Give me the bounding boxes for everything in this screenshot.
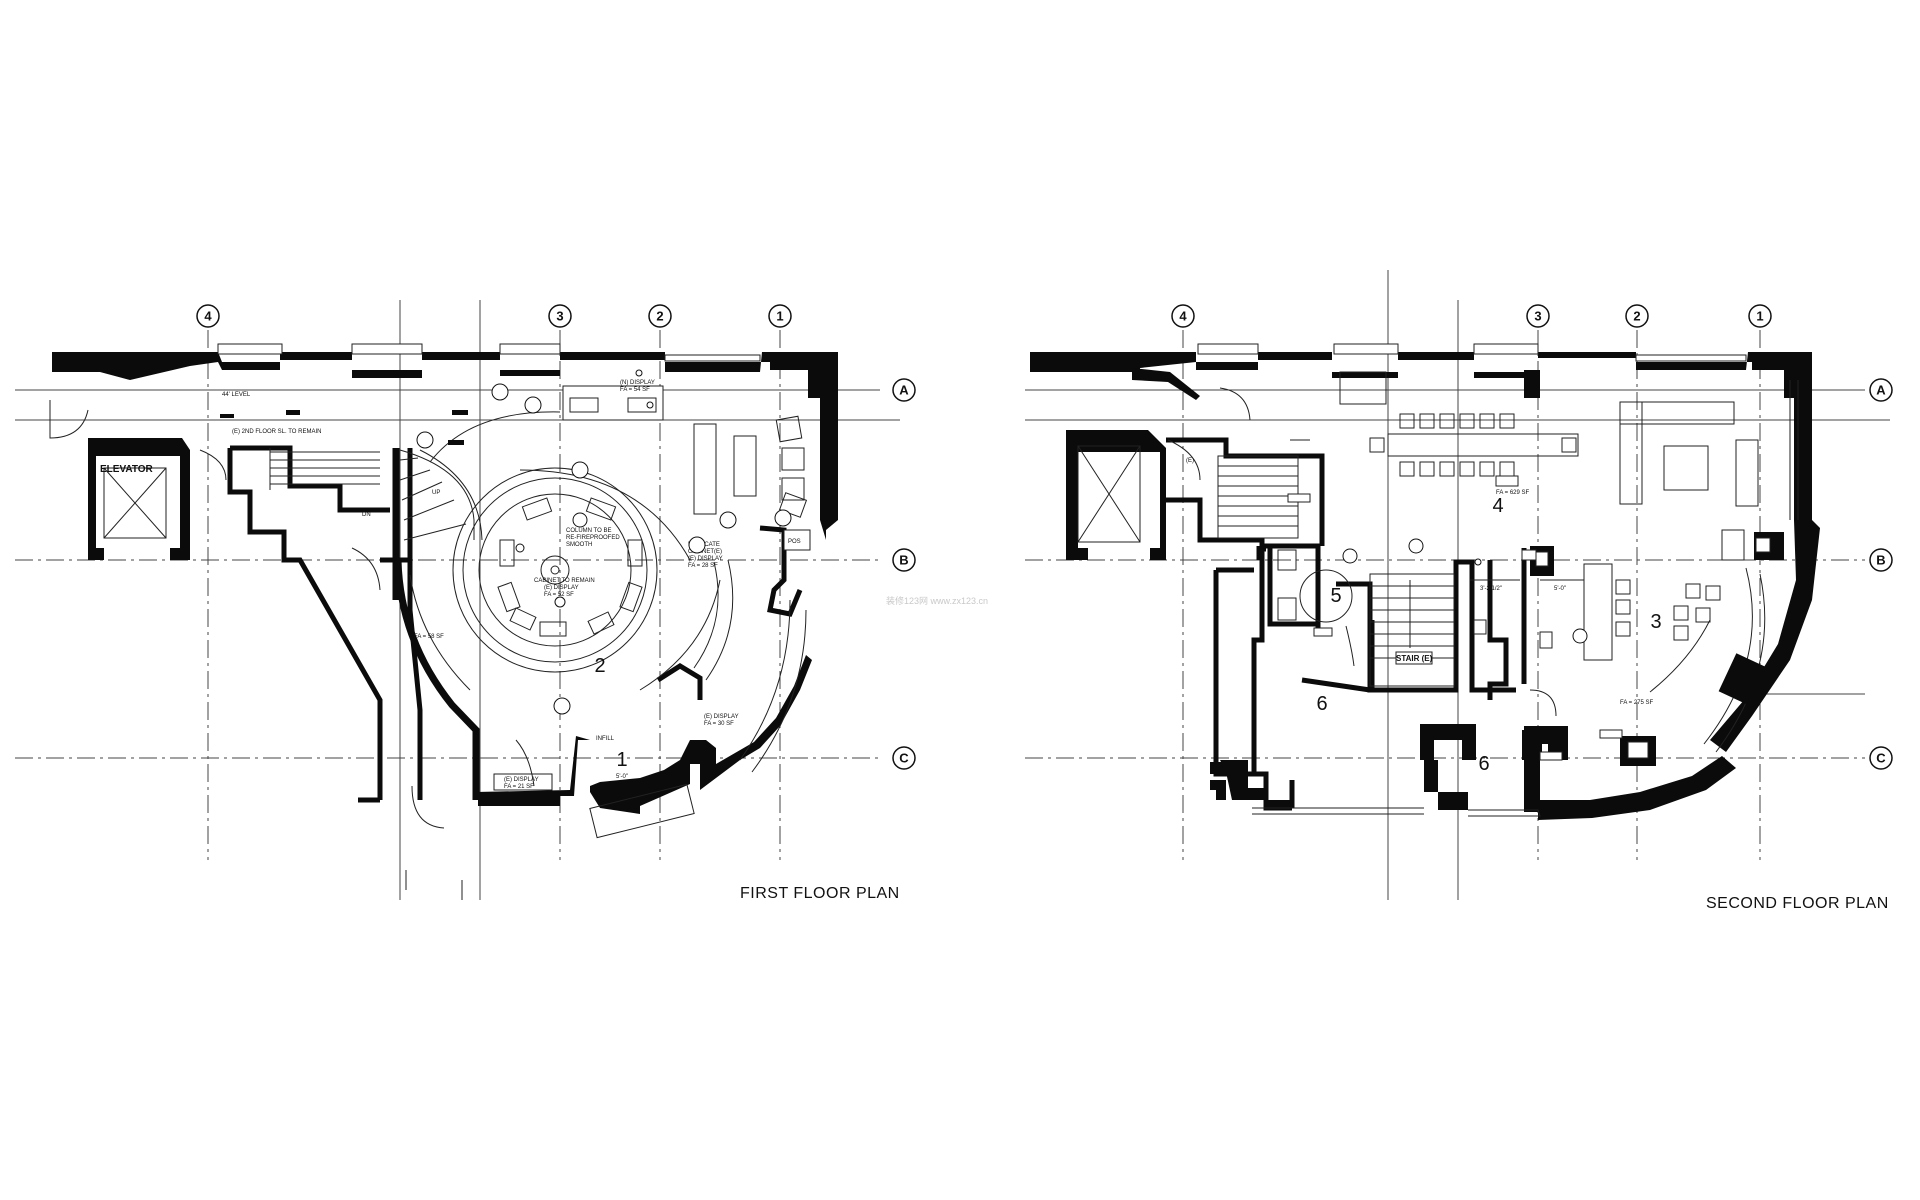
svg-text:C: C bbox=[1876, 751, 1886, 766]
fa-left-label: FA = 58 SF bbox=[414, 634, 444, 640]
first-floor-title: FIRST FLOOR PLAN bbox=[740, 885, 900, 902]
dim-label-1: 3'-2 1/2" bbox=[1480, 586, 1502, 592]
cabinet-note-2: (E) DISPLAY bbox=[544, 585, 579, 591]
second-floor-furniture: FA = 629 SF FA = 275 SF 3'-2 1/2" 5'-0" … bbox=[1186, 371, 1759, 761]
cabinet-note-3: FA = 52 SF bbox=[544, 592, 574, 598]
room-number-2: 2 bbox=[594, 655, 605, 677]
second-floor-stair-lower: STAIR (E) bbox=[1369, 573, 1455, 687]
room-number-3: 3 bbox=[1650, 611, 1661, 633]
second-floor-title: SECOND FLOOR PLAN bbox=[1706, 895, 1889, 912]
floor-note: (E) 2ND FLOOR SL. TO REMAIN bbox=[232, 429, 321, 435]
display-right-1: (E) DISPLAY bbox=[704, 714, 739, 720]
relocate-note-2: CABINET(E) bbox=[688, 549, 722, 555]
column-note-2: RE-FIREPROOFED bbox=[566, 535, 620, 541]
first-floor-section-marks bbox=[416, 369, 792, 715]
fa-4-label: FA = 629 SF bbox=[1496, 490, 1530, 496]
svg-text:4: 4 bbox=[204, 309, 212, 324]
row-bubble-a: A bbox=[892, 378, 916, 402]
column-bubble-2: 2 bbox=[648, 304, 672, 328]
column-bubble-3: 3 bbox=[548, 304, 572, 328]
display-bottom-2: FA = 21 SF bbox=[504, 784, 534, 790]
second-floor-section-marks bbox=[1342, 538, 1588, 644]
display-right-2: FA = 30 SF bbox=[704, 721, 734, 727]
dim-label: 5'-0" bbox=[616, 774, 628, 780]
svg-text:1: 1 bbox=[776, 309, 783, 324]
display-n-label: (N) DISPLAY bbox=[620, 380, 655, 386]
column-bubble-1-second: 1 bbox=[1748, 304, 1772, 328]
column-bubble-3-second: 3 bbox=[1526, 304, 1550, 328]
second-floor-walls: STAIR (E) bbox=[1030, 343, 1820, 820]
first-floor-plan: 4 3 2 1 A B C ELEVATOR bbox=[15, 300, 916, 902]
svg-text:4: 4 bbox=[1179, 309, 1187, 324]
svg-text:A: A bbox=[899, 383, 909, 398]
row-bubble-b: B bbox=[892, 548, 916, 572]
first-floor-stair: UP DN bbox=[269, 448, 483, 541]
svg-text:3: 3 bbox=[556, 309, 563, 324]
second-floor-stair-upper bbox=[1217, 455, 1299, 539]
column-bubble-2-second: 2 bbox=[1625, 304, 1649, 328]
row-bubble-b-second: B bbox=[1869, 548, 1893, 572]
first-floor-round-display: COLUMN TO BE RE-FIREPROOFED SMOOTH CABIN… bbox=[429, 411, 691, 673]
column-bubble-4: 4 bbox=[196, 304, 220, 328]
stair-down-label: DN bbox=[362, 512, 371, 518]
svg-text:B: B bbox=[1876, 553, 1885, 568]
stair-label: STAIR (E) bbox=[1396, 654, 1433, 663]
room-number-4: 4 bbox=[1492, 495, 1503, 517]
fa-3-label: FA = 275 SF bbox=[1620, 700, 1654, 706]
room-number-1: 1 bbox=[616, 749, 627, 771]
infill-label: INFILL bbox=[596, 736, 615, 742]
cabinet-note-1: CABINET TO REMAIN bbox=[534, 578, 595, 584]
watermark: 装修123网 www.zx123.cn bbox=[886, 595, 988, 606]
svg-text:2: 2 bbox=[656, 309, 663, 324]
column-note-1: COLUMN TO BE bbox=[566, 528, 611, 534]
svg-text:A: A bbox=[1876, 383, 1886, 398]
column-bubble-4-second: 4 bbox=[1171, 304, 1195, 328]
room-number-6a: 6 bbox=[1316, 693, 1327, 715]
second-floor-plan: 4 3 2 1 A B C bbox=[1025, 270, 1893, 912]
pos-label: POS bbox=[788, 539, 801, 545]
column-bubble-1: 1 bbox=[768, 304, 792, 328]
svg-text:3: 3 bbox=[1534, 309, 1541, 324]
elevator-label: ELEVATOR bbox=[100, 464, 154, 475]
first-floor-furniture: (N) DISPLAY FA = 54 SF POS RELOCATE CABI… bbox=[49, 380, 811, 900]
display-bottom-1: (E) DISPLAY bbox=[504, 777, 539, 783]
stair-up-label: UP bbox=[432, 490, 440, 496]
first-floor-walls: ELEVATOR UP bbox=[52, 343, 838, 814]
room-number-5: 5 bbox=[1330, 585, 1341, 607]
e-mark-label: (E) bbox=[1186, 458, 1194, 464]
svg-text:B: B bbox=[899, 553, 908, 568]
column-note-3: SMOOTH bbox=[566, 542, 592, 548]
svg-text:C: C bbox=[899, 751, 909, 766]
relocate-note-3: (E) DISPLAY bbox=[688, 556, 723, 562]
level-label: 44' LEVEL bbox=[222, 392, 251, 398]
svg-text:1: 1 bbox=[1756, 309, 1763, 324]
relocate-note-4: FA = 28 SF bbox=[688, 563, 718, 569]
display-n-fa: FA = 54 SF bbox=[620, 387, 650, 393]
row-bubble-c-second: C bbox=[1869, 746, 1893, 770]
row-bubble-c: C bbox=[892, 746, 916, 770]
dim-label-2: 5'-0" bbox=[1554, 586, 1566, 592]
room-number-6b: 6 bbox=[1478, 753, 1489, 775]
svg-text:2: 2 bbox=[1633, 309, 1640, 324]
row-bubble-a-second: A bbox=[1869, 378, 1893, 402]
